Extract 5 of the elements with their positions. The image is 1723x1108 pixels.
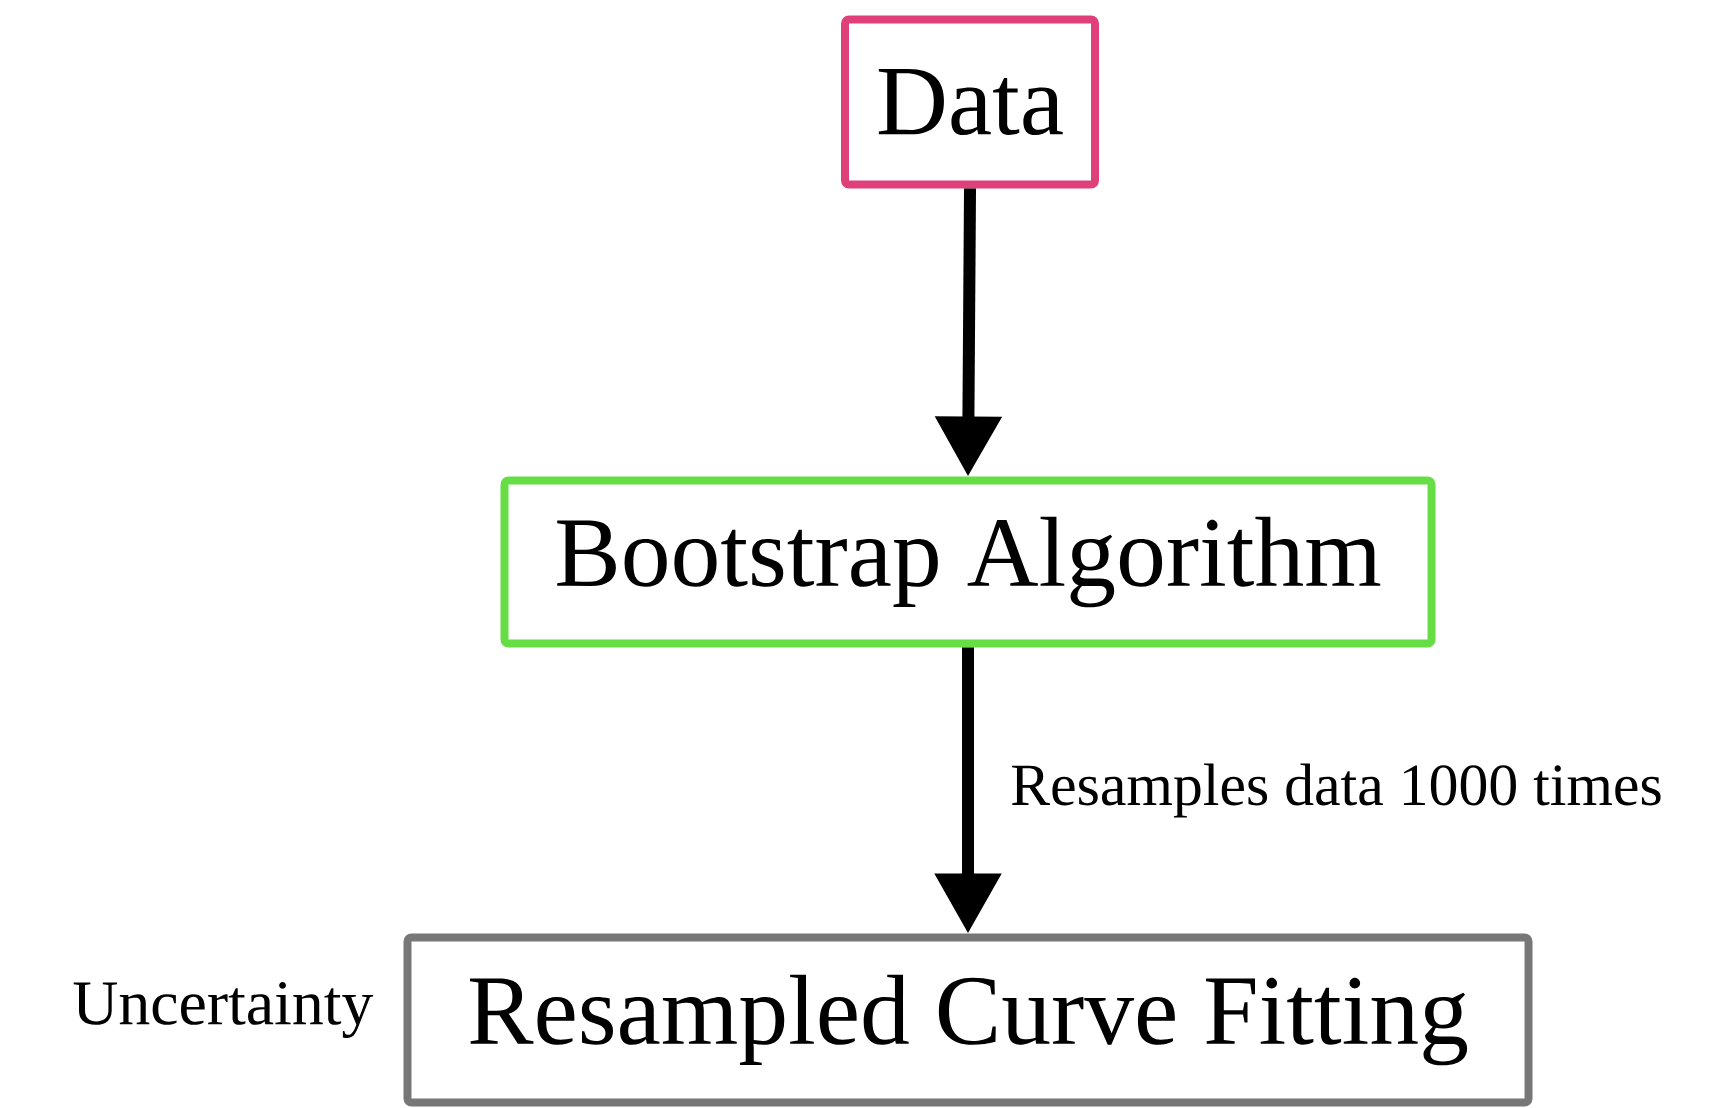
side-label: Uncertainty [73,982,374,1038]
process-box: Bootstrap Algorithm [500,476,1436,648]
edge-label: Resamples data 1000 times [1008,761,1665,820]
process-box: Resampled Curve Fitting [403,933,1533,1107]
process-box: Data [841,15,1099,189]
